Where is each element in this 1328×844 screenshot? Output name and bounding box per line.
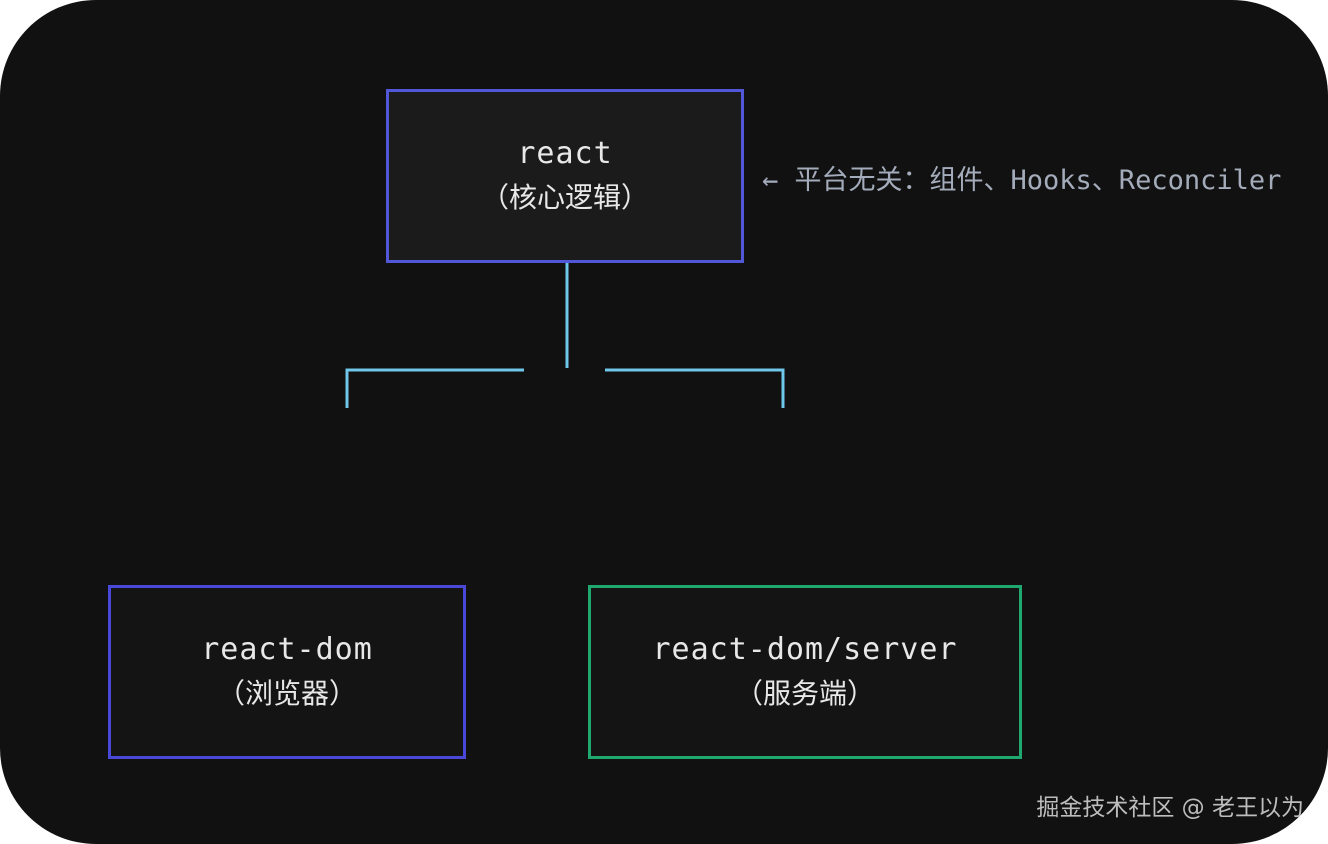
react-dom-node: react-dom （浏览器） (108, 585, 466, 759)
react-dom-server-node: react-dom/server （服务端） (588, 585, 1022, 759)
react-dom-subtitle: （浏览器） (216, 677, 357, 710)
react-dom-server-title: react-dom/server (652, 632, 958, 667)
watermark: 掘金技术社区 @ 老王以为 (1036, 795, 1304, 821)
react-core-subtitle: （核心逻辑） (480, 181, 649, 214)
left-arrow-icon: ← (762, 165, 779, 196)
connector-left-branch (345, 368, 524, 408)
platform-annotation: ← 平台无关：组件、Hooks、Reconciler (762, 158, 1281, 197)
react-dom-server-subtitle: （服务端） (734, 677, 875, 710)
react-core-title: react (517, 136, 613, 171)
react-dom-title: react-dom (201, 632, 373, 667)
platform-annotation-text: 平台无关：组件、Hooks、Reconciler (794, 165, 1282, 196)
react-core-node: react （核心逻辑） (386, 89, 744, 263)
connector-right-branch (605, 368, 785, 408)
